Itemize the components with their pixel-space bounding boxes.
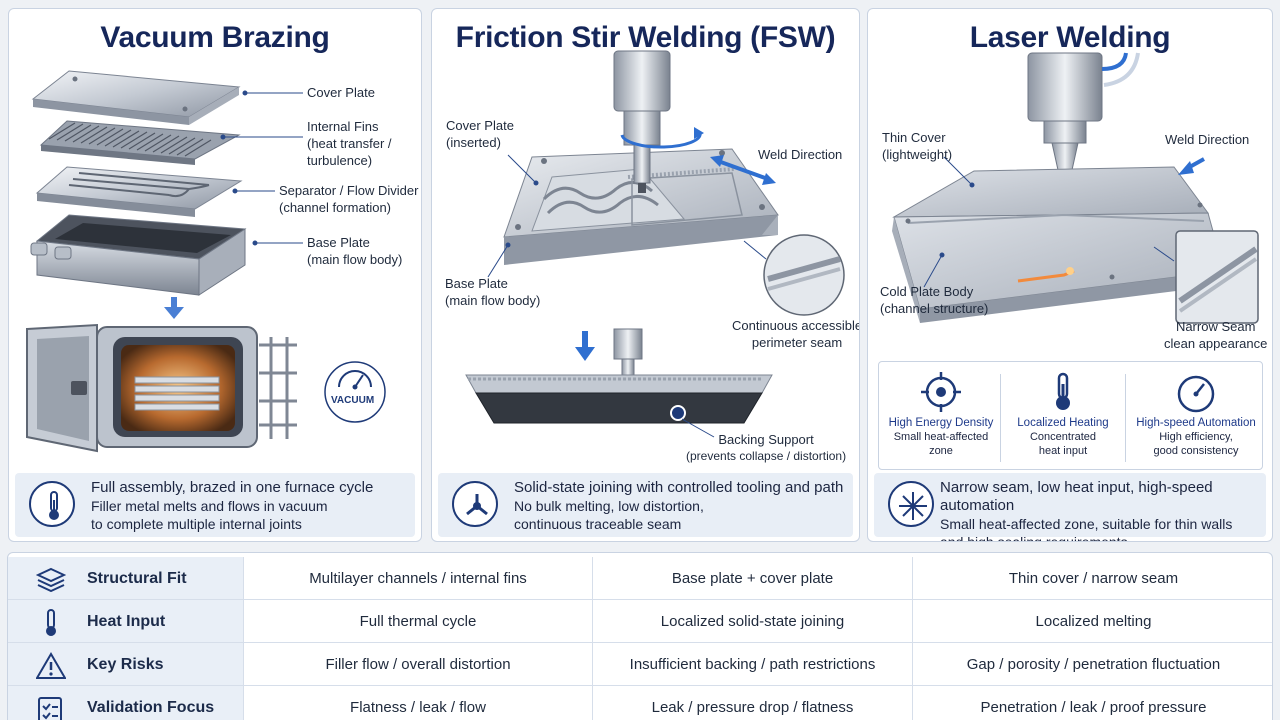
- row-header: Validation Focus: [8, 686, 244, 720]
- internal-fins-layer: [39, 120, 241, 165]
- table-cell: Localized solid-state joining: [593, 600, 913, 642]
- label-cover-plate: Cover Plate: [307, 85, 375, 100]
- vacuum-gauge-icon: [324, 361, 386, 423]
- table-row: Validation Focus Flatness / leak / flow …: [8, 686, 1272, 720]
- table-row: Heat Input Full thermal cycle Localized …: [8, 600, 1272, 643]
- laser-footer-text: Narrow seam, low heat input, high-speed …: [940, 479, 1233, 542]
- label-backing-support: Backing Support (prevents collapse / dis…: [686, 432, 847, 463]
- laser-welding-panel: Laser Welding: [867, 8, 1273, 542]
- down-arrow-icon: [164, 297, 184, 319]
- table-cell: Localized melting: [1035, 613, 1152, 630]
- fsw-panel: Friction Stir Welding (FSW): [431, 8, 860, 542]
- thermometer-icon: [1056, 372, 1070, 410]
- table-cell: Flatness / leak / flow: [244, 686, 593, 720]
- table-cell: Thin cover / narrow seam: [1008, 570, 1179, 587]
- fsw-cross-section: [465, 328, 773, 438]
- table-cell: Full thermal cycle: [244, 600, 593, 642]
- label-internal-fins: Internal Fins (heat transfer / turbulenc…: [307, 119, 392, 168]
- label-cold-plate-body: Cold Plate Body (channel structure): [880, 284, 989, 316]
- laser-plate: [892, 166, 1225, 323]
- fsw-footer: Solid-state joining with controlled tool…: [438, 473, 853, 537]
- crosshair-icon: [921, 372, 961, 412]
- vacuum-brazing-illustration: [26, 70, 386, 453]
- tri-node-icon: [452, 481, 498, 527]
- weld-direction-arrow-icon: [710, 155, 776, 185]
- checklist-icon: [38, 697, 62, 720]
- label-weld-direction: Weld Direction: [758, 147, 843, 162]
- table-cell: Gap / porosity / penetration fluctuation: [966, 656, 1221, 673]
- layers-icon: [36, 567, 66, 592]
- thermometer-icon: [29, 481, 75, 527]
- table-cell: Filler flow / overall distortion: [244, 643, 593, 685]
- base-plate-layer: [30, 214, 247, 296]
- row-header: Key Risks: [8, 643, 244, 685]
- feature-divider: [1125, 374, 1126, 462]
- fsw-footer-text: Solid-state joining with controlled tool…: [514, 479, 844, 532]
- label-cover-plate: Cover Plate (inserted): [446, 118, 514, 150]
- panel-title: Vacuum Brazing: [100, 21, 330, 54]
- seam-zoom-detail: [1153, 230, 1259, 324]
- fsw-illustration: [465, 50, 845, 438]
- row-header: Heat Input: [8, 600, 244, 642]
- table-cell: Insufficient backing / path restrictions: [593, 643, 913, 685]
- spark-icon: [888, 481, 934, 527]
- label-perimeter-seam: Continuous accessible perimeter seam: [732, 318, 860, 350]
- vacuum-footer: Full assembly, brazed in one furnace cyc…: [15, 473, 415, 537]
- label-separator: Separator / Flow Divider (channel format…: [279, 183, 419, 215]
- feature-localized-heating: Localized Heating Concentrated heat inpu…: [1003, 362, 1123, 471]
- fsw-tool: [613, 50, 671, 193]
- laser-welding-illustration: [892, 52, 1259, 324]
- label-narrow-seam: Narrow Seam clean appearance: [1164, 319, 1268, 351]
- vacuum-footer-text: Full assembly, brazed in one furnace cyc…: [91, 479, 374, 532]
- table-row: Key Risks Filler flow / overall distorti…: [8, 643, 1272, 686]
- label-base-plate: Base Plate (main flow body): [307, 235, 403, 267]
- table-cell: Multilayer channels / internal fins: [244, 557, 593, 599]
- laser-footer: Narrow seam, low heat input, high-speed …: [874, 473, 1266, 541]
- label-base-plate: Base Plate (main flow body): [445, 276, 541, 308]
- panel-title: Friction Stir Welding (FSW): [455, 21, 836, 54]
- vacuum-badge-text: VACUUM: [331, 395, 375, 406]
- separator-layer: [35, 166, 243, 217]
- feature-high-speed-automation: High-speed Automation High efficiency, g…: [1129, 362, 1263, 471]
- table-cell: Base plate + cover plate: [593, 557, 913, 599]
- label-thin-cover: Thin Cover (lightweight): [882, 130, 953, 162]
- comparison-table: Structural Fit Multilayer channels / int…: [7, 552, 1273, 720]
- table-row: Structural Fit Multilayer channels / int…: [8, 557, 1272, 600]
- cover-plate-layer: [31, 70, 241, 125]
- table-cell: Penetration / leak / proof pressure: [980, 699, 1207, 716]
- gauge-icon: [1177, 375, 1215, 413]
- table-cell: Leak / pressure drop / flatness: [593, 686, 913, 720]
- feature-divider: [1000, 374, 1001, 462]
- seam-zoom-detail: [743, 234, 845, 316]
- thermometer-icon: [46, 609, 56, 636]
- label-weld-direction: Weld Direction: [1165, 132, 1250, 147]
- warning-icon: [36, 652, 66, 679]
- panel-title: Laser Welding: [969, 21, 1171, 54]
- vacuum-furnace: [26, 323, 297, 453]
- laser-feature-box: High Energy Density Small heat-affected …: [878, 361, 1263, 470]
- vacuum-brazing-panel: Vacuum Brazing: [8, 8, 422, 542]
- rotation-arrow-icon: [620, 132, 702, 149]
- weld-direction-arrow-icon: [1178, 157, 1205, 175]
- feature-high-energy-density: High Energy Density Small heat-affected …: [881, 362, 1001, 471]
- row-header: Structural Fit: [8, 557, 244, 599]
